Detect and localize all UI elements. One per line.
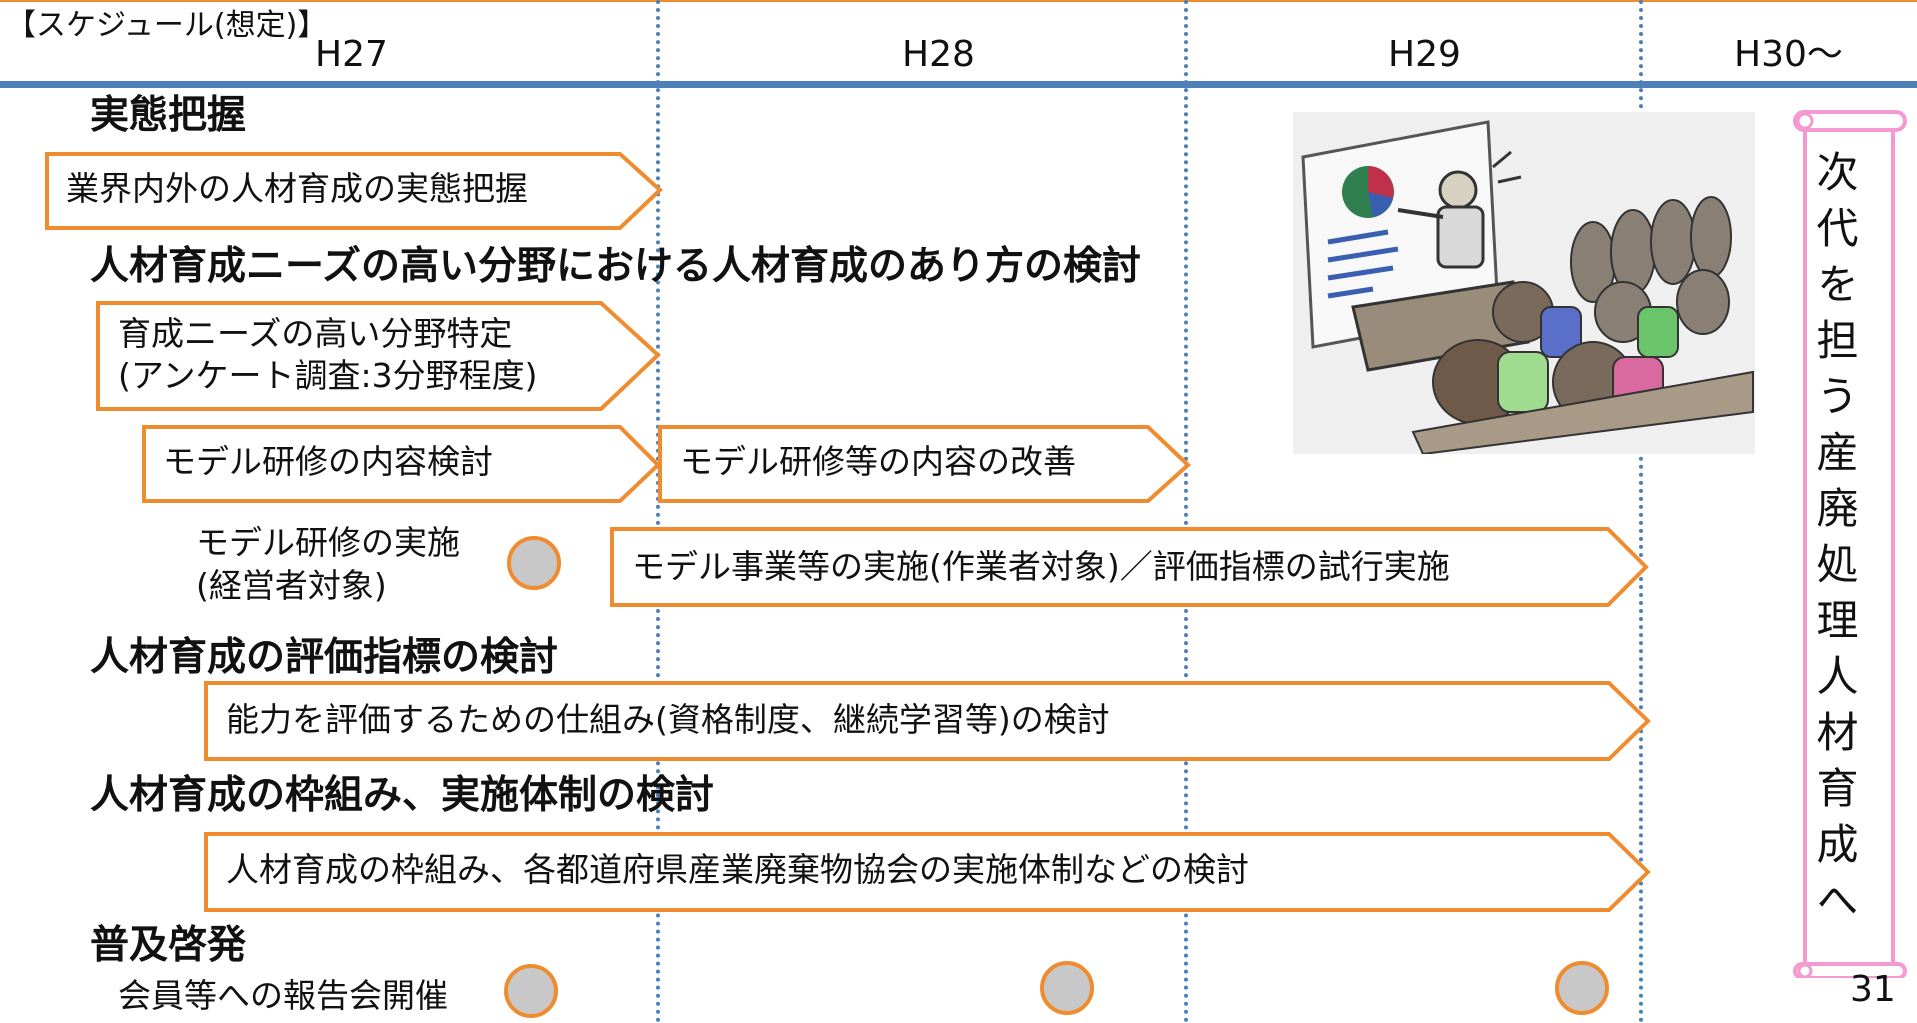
section-title-fact-finding: 実態把握 <box>90 93 247 138</box>
arrow-a2-label-line1: 育成ニーズの高い分野特定 <box>118 314 513 353</box>
year-h28: H28 <box>902 34 975 75</box>
arrow-a3-label: モデル研修の内容検討 <box>163 442 493 481</box>
lecture-illustration <box>1293 112 1755 454</box>
arrow-a4 <box>658 425 1191 503</box>
arrow-a2-label-line2: (アンケート調査:3分野程度) <box>118 356 538 395</box>
arrow-a2 <box>96 301 661 411</box>
model-training-label-line1: モデル研修の実施 <box>196 523 460 562</box>
section-title-framework: 人材育成の枠組み、実施体制の検討 <box>90 773 715 818</box>
model-training-label-line2: (経営者対象) <box>196 566 387 605</box>
arrow-a5-label: モデル事業等の実施(作業者対象)／評価指標の試行実施 <box>632 547 1450 586</box>
milestone-model-training <box>507 536 561 590</box>
scroll-banner <box>1793 110 1907 978</box>
milestone-report-h29 <box>1555 961 1609 1015</box>
milestone-report-h28 <box>1040 961 1094 1015</box>
arrow-a6-label: 能力を評価するための仕組み(資格制度、継続学習等)の検討 <box>226 700 1110 739</box>
section-title-dissemination: 普及啓発 <box>90 923 247 968</box>
arrow-a7 <box>204 832 1651 912</box>
divider-h27-h28 <box>656 0 660 1023</box>
milestone-report-h27 <box>504 964 558 1018</box>
arrow-a1-label: 業界内外の人材育成の実態把握 <box>66 169 528 208</box>
scroll-banner-text: 次代を担う産廃処理人材育成へ <box>1810 150 1859 934</box>
divider-h29-h30 <box>1639 0 1643 1023</box>
year-h29: H29 <box>1388 34 1461 75</box>
arrow-a7-label: 人材育成の枠組み、各都道府県産業廃棄物協会の実施体制などの検討 <box>226 850 1249 889</box>
year-h27: H27 <box>315 34 388 75</box>
section-title-needs: 人材育成ニーズの高い分野における人材育成のあり方の検討 <box>90 244 1142 289</box>
divider-h28-h29 <box>1184 0 1188 1023</box>
schedule-label: 【スケジュール(想定)】 <box>6 8 328 43</box>
arrow-a1 <box>45 152 663 230</box>
page-number: 31 <box>1850 969 1896 1010</box>
section-title-evaluation: 人材育成の評価指標の検討 <box>90 635 559 680</box>
arrow-a6 <box>204 681 1651 761</box>
arrow-a5 <box>610 527 1649 607</box>
year-h30: H30～ <box>1734 34 1843 75</box>
arrow-a4-label: モデル研修等の内容の改善 <box>680 442 1076 481</box>
top-rule <box>0 0 1917 2</box>
timeline-bar <box>0 81 1917 88</box>
report-meeting-label: 会員等への報告会開催 <box>118 976 448 1015</box>
arrow-a3 <box>142 425 661 503</box>
